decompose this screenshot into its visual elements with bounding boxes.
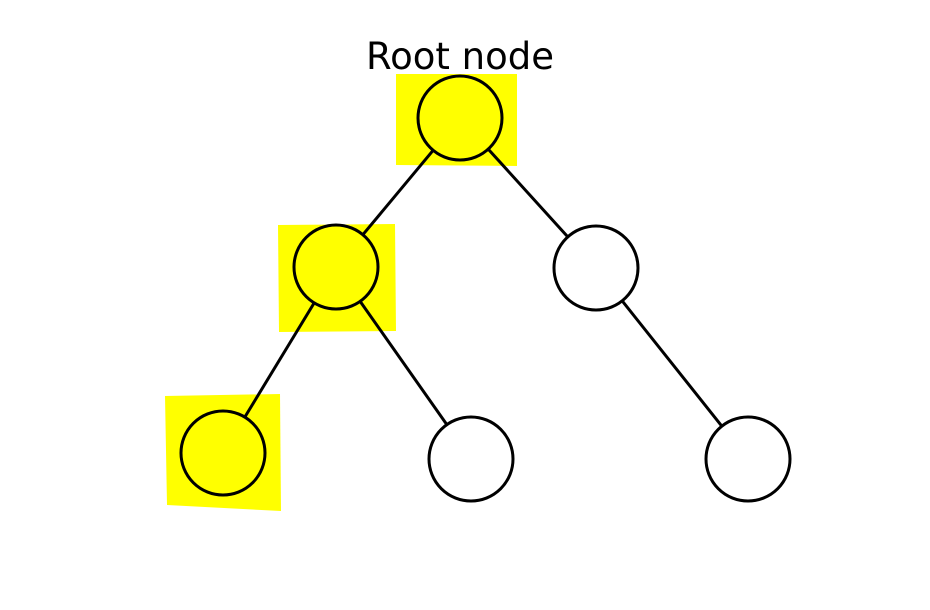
tree-node-right-right-grandchild (704, 415, 792, 503)
tree-node-left-left-grandchild (179, 409, 267, 497)
tree-node-root (416, 74, 504, 162)
tree-node-right-child (552, 224, 640, 312)
edge-layer (243, 148, 724, 428)
tree-node-left-child (292, 223, 380, 311)
root-node-label: Root node (366, 35, 554, 78)
edge-root-to-right-child (487, 148, 569, 238)
edge-root-to-left-child (361, 149, 435, 236)
node-layer (179, 74, 792, 503)
edge-left-child-to-left-right-grandchild (358, 300, 449, 426)
tree-node-left-right-grandchild (427, 415, 515, 503)
edge-right-child-to-right-right-grandchild (620, 299, 724, 428)
edge-left-child-to-left-left-grandchild (243, 302, 316, 418)
